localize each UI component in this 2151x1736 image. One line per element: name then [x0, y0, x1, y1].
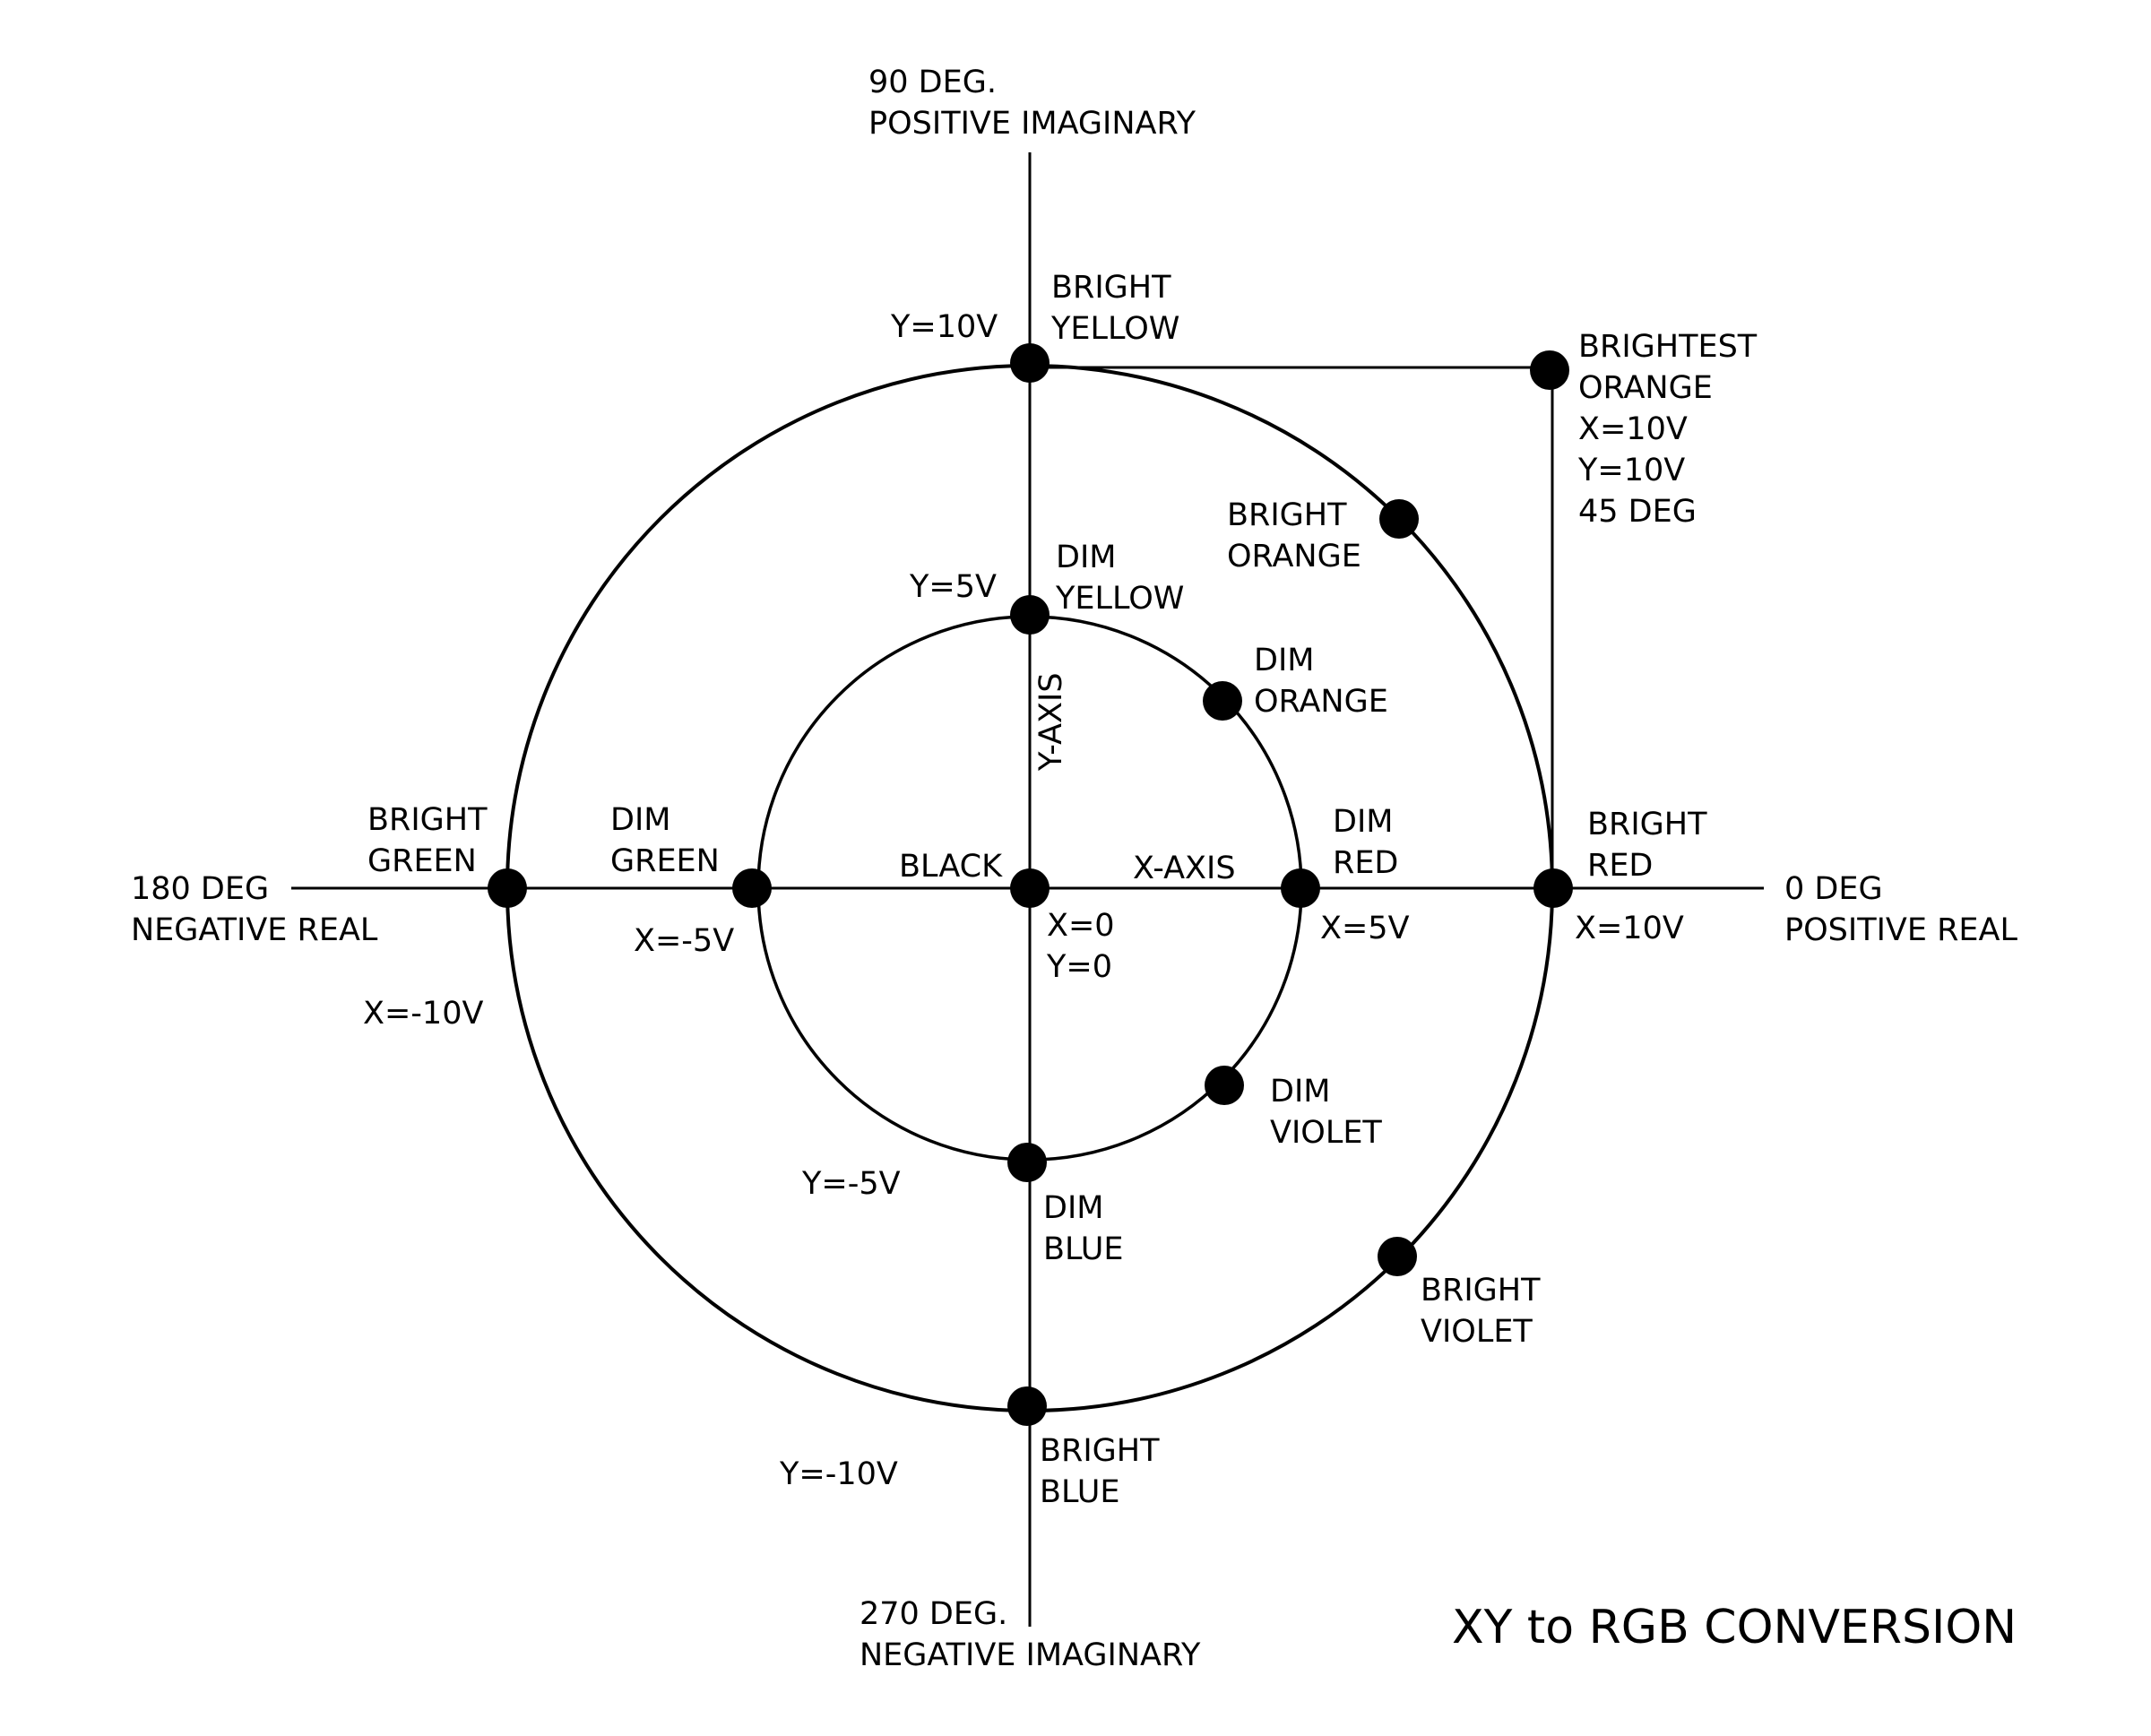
label-dim-red: DIM RED	[1333, 804, 1404, 881]
diagram-title: XY to RGB CONVERSION	[1452, 1601, 2017, 1654]
label-y-axis: Y-AXIS	[1033, 672, 1069, 772]
dot-dim-violet	[1205, 1066, 1244, 1105]
label-dim-yellow: DIM YELLOW	[1055, 540, 1184, 617]
dot-bright-green	[488, 868, 527, 908]
dot-bright-orange	[1379, 499, 1419, 539]
label-bright-blue: BRIGHT BLUE	[1040, 1433, 1170, 1510]
label-x-neg5v: X=-5V	[634, 923, 734, 959]
label-x-10v: X=10V	[1575, 911, 1684, 946]
dot-bright-violet	[1378, 1237, 1417, 1276]
dot-bright-blue	[1007, 1386, 1047, 1426]
label-origin: X=0 Y=0	[1046, 908, 1125, 985]
dot-bright-yellow	[1010, 343, 1050, 383]
label-270-deg: 270 DEG. NEGATIVE IMAGINARY	[860, 1596, 1201, 1673]
dot-brightest-orange	[1530, 350, 1569, 390]
label-x-5v: X=5V	[1320, 911, 1410, 946]
label-dim-green: DIM GREEN	[610, 802, 720, 879]
dot-dim-yellow	[1010, 595, 1050, 635]
label-bright-orange: BRIGHT ORANGE	[1227, 497, 1361, 574]
dot-dim-green	[732, 868, 772, 908]
label-x-neg10v: X=-10V	[363, 996, 483, 1032]
label-y-neg10v: Y=-10V	[779, 1456, 898, 1492]
label-bright-yellow: BRIGHT YELLOW	[1050, 270, 1181, 347]
dot-dim-red	[1281, 868, 1320, 908]
label-dim-orange: DIM ORANGE	[1254, 643, 1388, 720]
dot-black	[1010, 868, 1050, 908]
dot-bright-red	[1533, 868, 1573, 908]
label-bright-violet: BRIGHT VIOLET	[1421, 1273, 1551, 1350]
label-0-deg: 0 DEG POSITIVE REAL	[1784, 871, 2017, 948]
label-x-axis: X-AXIS	[1133, 851, 1236, 886]
label-90-deg: 90 DEG. POSITIVE IMAGINARY	[868, 65, 1196, 142]
label-180-deg: 180 DEG NEGATIVE REAL	[131, 871, 378, 948]
label-black: BLACK	[899, 849, 1003, 885]
label-y-neg5v: Y=-5V	[801, 1166, 901, 1202]
dot-dim-blue	[1007, 1143, 1047, 1182]
label-bright-red: BRIGHT RED	[1587, 807, 1717, 884]
label-brightest-orange: BRIGHTEST ORANGE X=10V Y=10V 45 DEG	[1577, 329, 1767, 530]
dot-dim-orange	[1203, 681, 1242, 721]
label-y-10v: Y=10V	[890, 309, 998, 345]
label-y-5v: Y=5V	[909, 569, 997, 605]
label-dim-violet: DIM VIOLET	[1270, 1074, 1382, 1151]
label-dim-blue: DIM BLUE	[1043, 1190, 1124, 1267]
label-bright-green: BRIGHT GREEN	[367, 802, 497, 879]
